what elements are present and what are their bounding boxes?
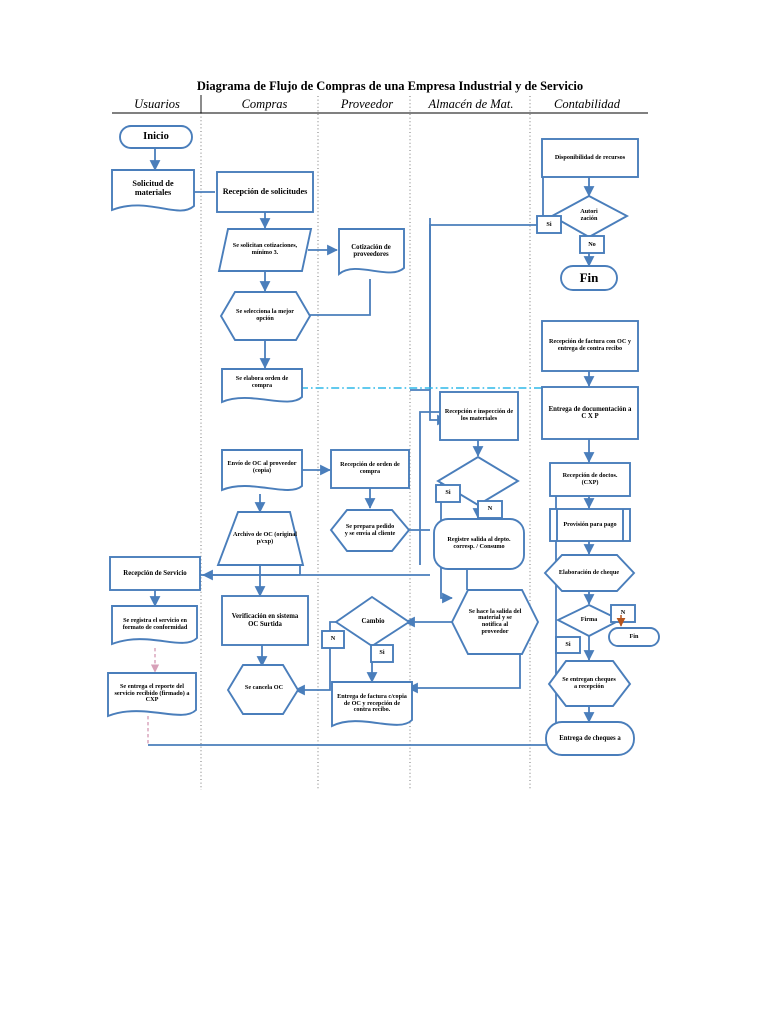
shape-verificacion-sistema [221,595,309,646]
shape-entrega-documentacion [541,386,639,440]
shape-disponibilidad [541,138,639,178]
column-header-proveedor: Proveedor [340,97,394,111]
shape-autorizacion [550,194,630,239]
shape-provision-pago [549,508,631,542]
shape-cotizacion-proveedores [338,228,405,277]
shape-recepcion-servicio [109,556,201,591]
shape-fin-top [560,265,618,291]
shape-entregan-cheques [547,660,632,707]
shape-se-entrega-reporte [107,672,197,718]
branch-box-cambio-n [321,630,345,649]
shape-entrega-factura [331,681,413,728]
branch-box-almacen-si [435,484,461,503]
branch-box-firma-n [610,604,636,623]
branch-box-autorizacion-si [536,215,562,234]
branch-box-almacen-n [477,500,503,519]
shape-se-hace-salida [450,589,540,655]
shape-se-cancela-oc [226,664,300,715]
branch-box-firma-si [555,636,581,654]
shape-recepcion-orden [330,449,410,489]
shape-se-elabora-orden [221,368,303,404]
shape-se-solicitan [217,228,313,272]
shape-firma [555,603,623,638]
shape-elaboracion-cheque [543,554,636,592]
shape-inicio [119,125,193,149]
shape-envio-oc [221,449,303,492]
shape-recepcion-factura [541,320,639,372]
column-header-almacen: Almacén de Mat. [428,97,514,111]
shape-solicitud-materiales [111,169,195,212]
shape-recepcion-solicitudes [216,171,314,213]
column-header-compras: Compras [241,97,288,111]
shape-entrega-cheques-a [545,721,635,756]
branch-box-cambio-si [370,644,394,663]
shape-cambio [334,595,411,648]
shape-fin-firma [608,627,660,647]
shape-se-prepara-pedido [329,509,411,552]
shape-recepcion-inspeccion [439,391,519,441]
column-header-usuarios: Usuarios [134,97,180,111]
shape-archivo-oc [216,511,305,566]
page-title: Diagrama de Flujo de Compras de una Empr… [196,79,584,93]
shape-se-registra-servicio [111,605,198,646]
column-header-contabilidad: Contabilidad [554,97,620,111]
shape-registro-salida [433,518,525,570]
shape-recepcion-doctos [549,462,631,497]
shape-se-selecciona [219,291,312,341]
branch-box-autorizacion-no [579,235,605,254]
